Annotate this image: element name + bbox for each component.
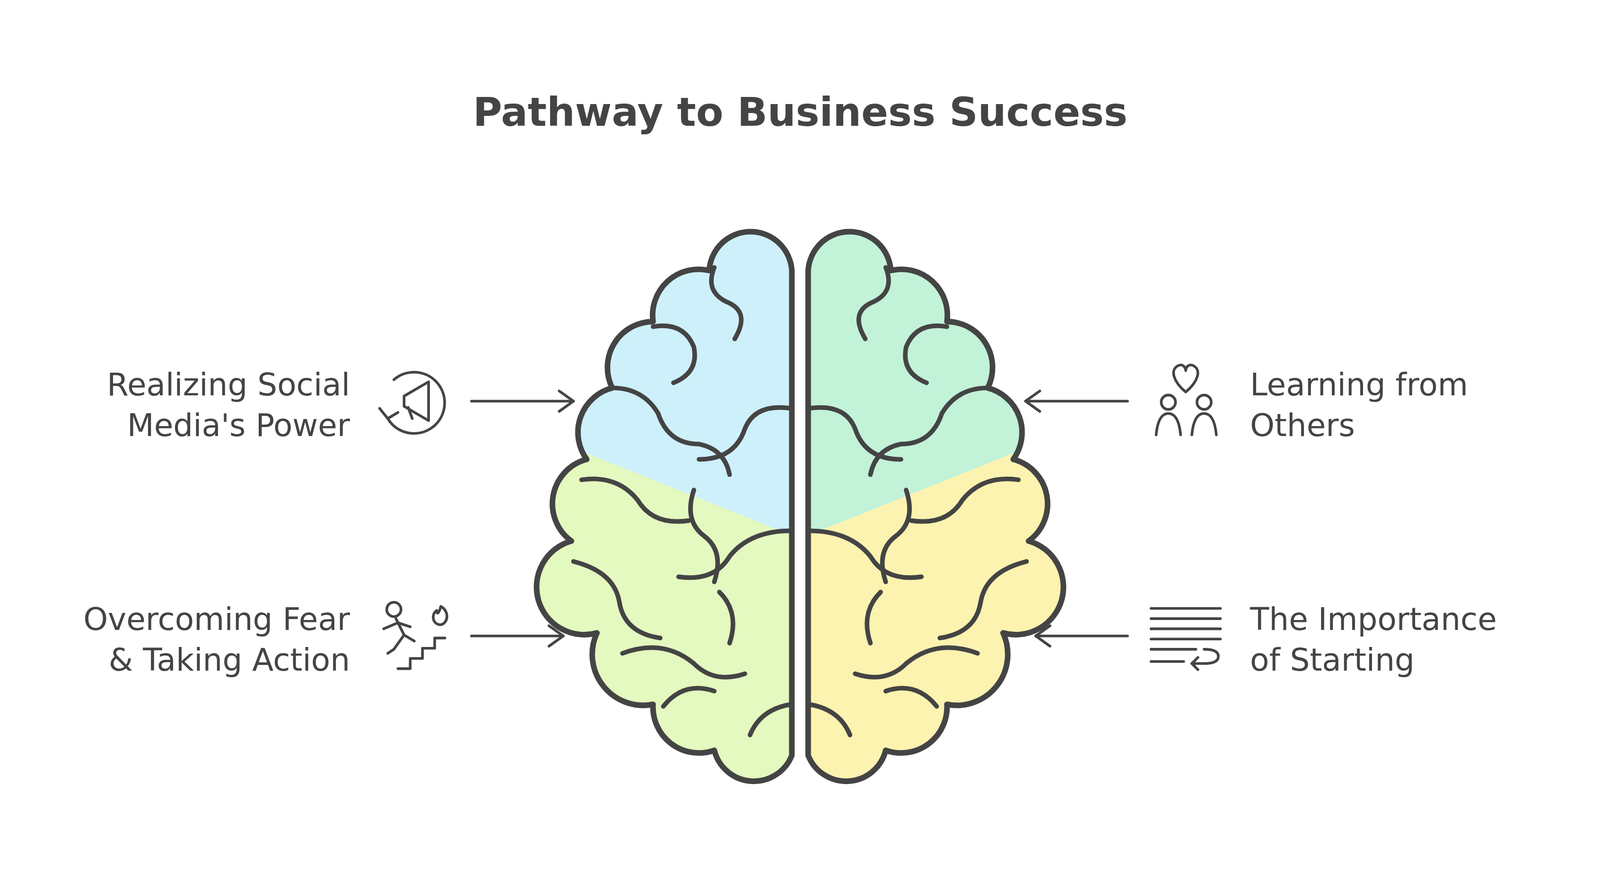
- sulcus: [855, 647, 978, 678]
- sulcus: [809, 530, 922, 578]
- cycle-arrow-head: [379, 408, 399, 419]
- pointer-arrow: [1035, 625, 1128, 647]
- sulcus: [809, 407, 901, 460]
- runner-leg: [387, 635, 405, 654]
- sulci: [573, 267, 792, 736]
- sulcus: [612, 387, 730, 475]
- cycle-arrow: [387, 372, 445, 434]
- arrow-head: [1035, 625, 1050, 647]
- sulcus: [870, 387, 988, 475]
- return-arrow-head: [1191, 657, 1198, 670]
- text-lines-icon: [1151, 608, 1221, 671]
- person-head: [1197, 394, 1212, 410]
- sulcus: [573, 561, 661, 639]
- sulcus: [653, 325, 695, 384]
- step-label: Learning from Others: [1250, 364, 1496, 446]
- sulcus: [750, 704, 791, 735]
- megaphone-handle: [408, 407, 413, 419]
- arrow-head: [1025, 391, 1040, 412]
- text-line: [1151, 617, 1221, 621]
- megaphone-icon: [379, 372, 446, 434]
- sulcus: [905, 325, 947, 384]
- text-line: [1151, 637, 1221, 641]
- text-line: [1151, 660, 1184, 664]
- arrow-shaft: [1035, 634, 1128, 638]
- hemisphere-outline: [808, 231, 1064, 782]
- pointer-arrow: [471, 391, 574, 412]
- heart-symbol: [1173, 365, 1198, 393]
- step-label: Overcoming Fear & Taking Action: [66, 599, 350, 681]
- sulcus: [663, 688, 715, 707]
- left-hemisphere: [510, 204, 817, 838]
- sulcus: [711, 267, 742, 340]
- sulcus: [882, 489, 910, 582]
- arrow-head: [559, 391, 574, 412]
- sulcus: [719, 592, 734, 644]
- pointer-arrow: [471, 625, 564, 647]
- person-body: [1191, 413, 1217, 435]
- right-hemisphere: [783, 204, 1090, 838]
- megaphone-body: [403, 381, 429, 421]
- lobe-fill: [783, 204, 1090, 838]
- pointer-arrow: [1025, 391, 1128, 412]
- sulcus: [939, 561, 1027, 639]
- stairs: [397, 638, 445, 669]
- runner-stairs-icon: [383, 602, 447, 669]
- flame-symbol: [433, 606, 447, 625]
- sulcus: [699, 407, 791, 460]
- runner-arms: [383, 622, 411, 630]
- sulcus: [866, 592, 881, 644]
- arrow-shaft: [471, 400, 574, 403]
- text-line: [1151, 627, 1221, 631]
- text-line: [1151, 647, 1197, 651]
- sulcus: [678, 530, 791, 578]
- sulcus: [809, 704, 850, 735]
- sulcus: [858, 267, 889, 340]
- text-line: [1151, 607, 1221, 611]
- lobe-fill: [794, 204, 1050, 542]
- sulcus: [885, 688, 937, 707]
- sulcus: [690, 489, 718, 582]
- people-heart-icon: [1155, 365, 1216, 436]
- arrow-shaft: [471, 634, 564, 638]
- sulcus: [581, 479, 690, 522]
- arrow-head: [549, 625, 564, 647]
- lobe-fill: [550, 204, 806, 542]
- person-body: [1155, 413, 1181, 435]
- step-label: Realizing Social Media's Power: [85, 364, 350, 446]
- arrow-shaft: [1025, 400, 1128, 403]
- hemisphere-outline: [536, 231, 793, 782]
- sulcus: [911, 479, 1019, 522]
- step-label: The Importance of Starting: [1250, 599, 1515, 681]
- runner-head: [386, 602, 402, 617]
- sulci: [809, 267, 1027, 736]
- diagram-title: Pathway to Business Success: [472, 88, 1128, 136]
- lobe-fill: [510, 204, 817, 838]
- person-head: [1161, 394, 1176, 410]
- sulcus: [622, 647, 745, 678]
